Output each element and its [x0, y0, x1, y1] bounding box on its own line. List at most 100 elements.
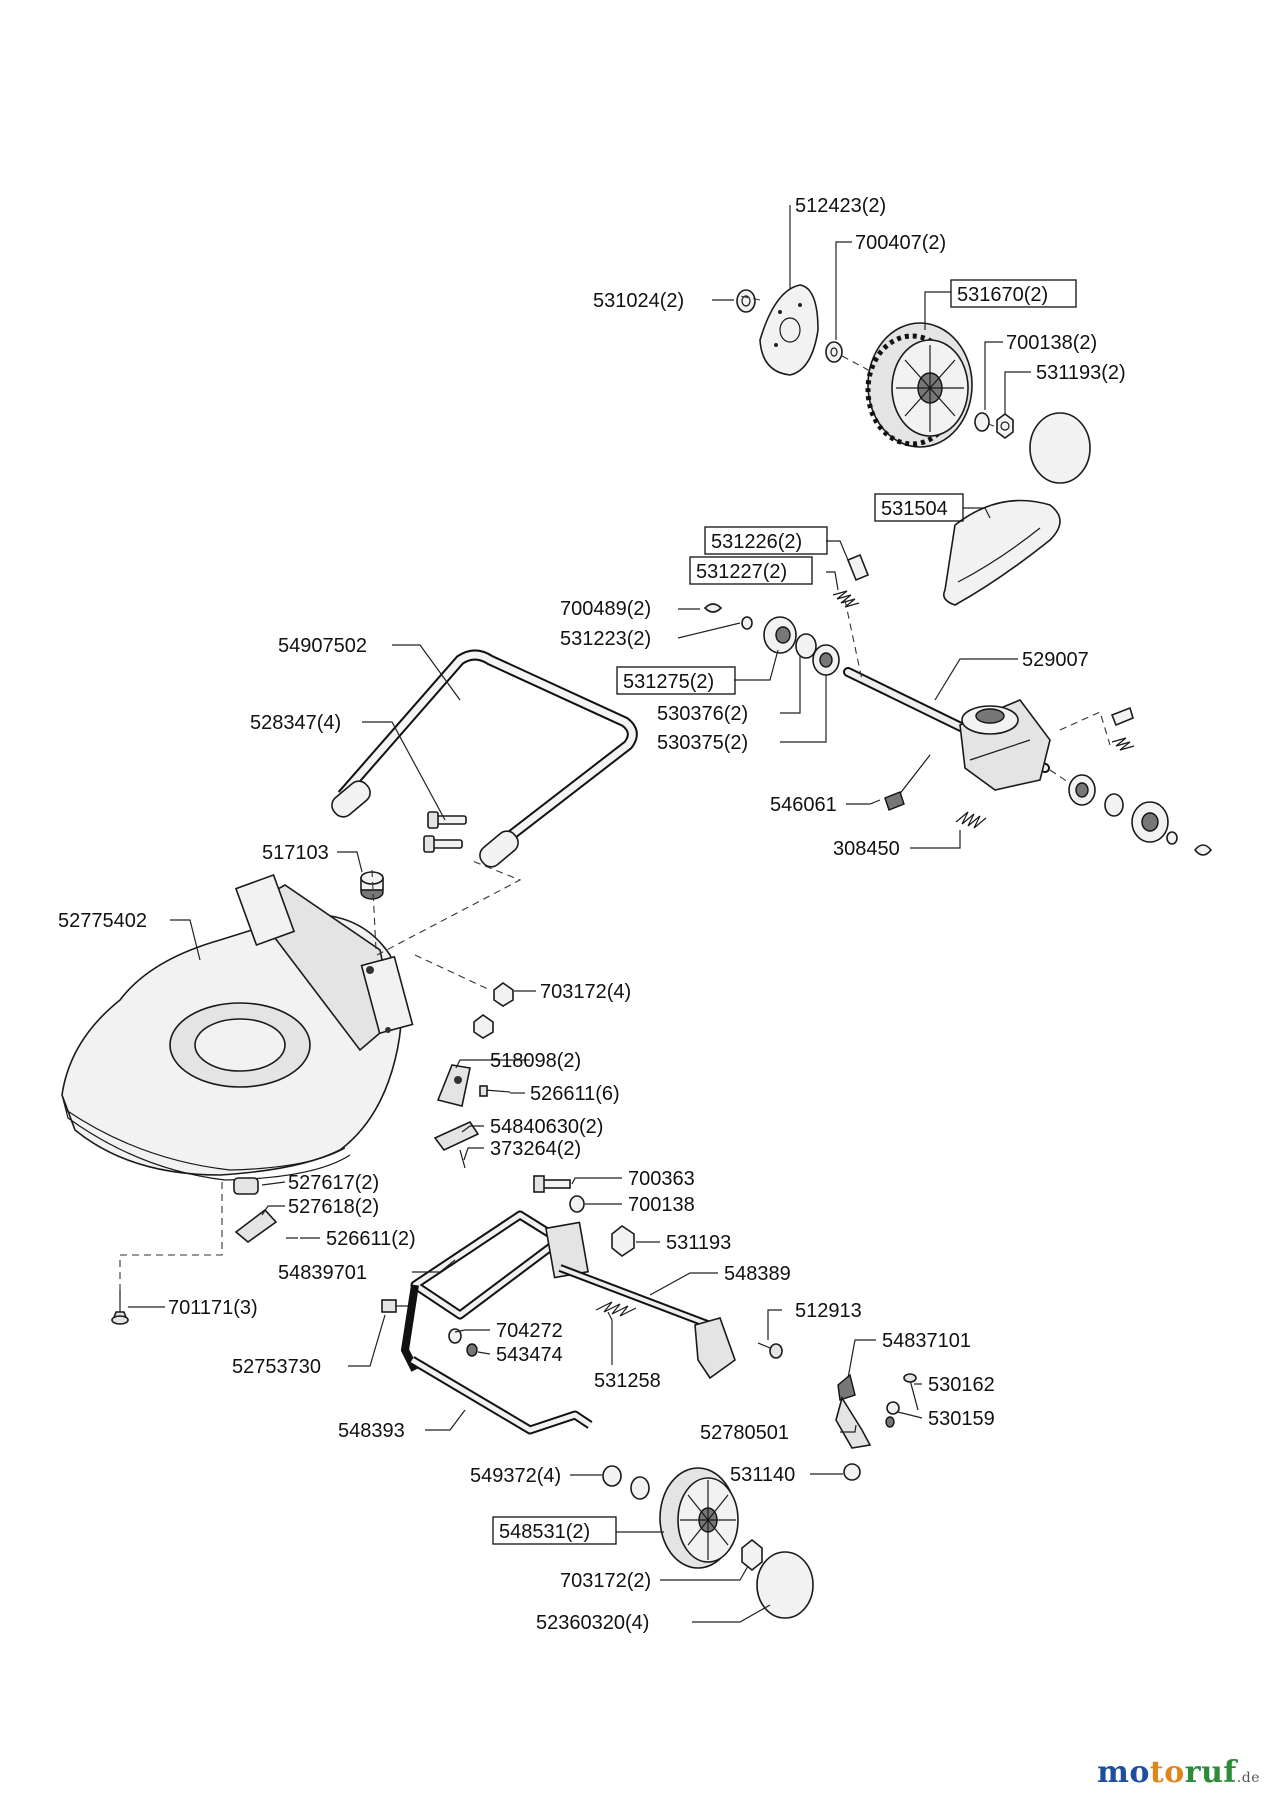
front-wheel-548531: [602, 1465, 739, 1569]
hinge-527617: [233, 1177, 259, 1195]
label-531227: 531227(2): [696, 561, 787, 583]
label-52775402: 52775402: [58, 910, 147, 932]
wheel-cap: [1029, 412, 1091, 484]
box-531226: [704, 526, 828, 555]
label-529007: 529007: [1022, 649, 1089, 671]
label-531223: 531223(2): [560, 628, 651, 650]
logo-part-1: mo: [1097, 1755, 1150, 1790]
frame-54839701: [400, 1210, 590, 1372]
label-52780501: 52780501: [700, 1422, 789, 1444]
nut-703172-front: [741, 1538, 763, 1572]
lever-546061: [884, 754, 931, 811]
part-530159: [886, 1401, 900, 1415]
part-labels: 512423(2) 700407(2) 531024(2) 531670(2) …: [58, 195, 1126, 1634]
label-512913: 512913: [795, 1300, 862, 1322]
box-531227: [689, 556, 813, 585]
spring-308450: [955, 811, 987, 829]
leader-lines: [128, 205, 1031, 1623]
label-531670: 531670(2): [957, 284, 1048, 306]
label-517103: 517103: [262, 842, 329, 864]
wheel-cap-52360320: [756, 1551, 814, 1619]
label-703172-4: 703172(4): [540, 981, 631, 1003]
bolt-530162: [903, 1373, 919, 1411]
washer-700138-front: [569, 1195, 585, 1213]
washer-531223: [741, 616, 753, 630]
label-548531: 548531(2): [499, 1521, 590, 1543]
screw-373264: [459, 1149, 466, 1169]
motoruf-logo[interactable]: motoruf.de: [1097, 1755, 1260, 1790]
nut-549372: [602, 1465, 622, 1487]
screw-526611: [479, 1085, 511, 1097]
label-700489: 700489(2): [560, 598, 651, 620]
label-308450: 308450: [833, 838, 900, 860]
bolt-512913: [757, 1342, 783, 1359]
axle-548389: [558, 1264, 736, 1380]
box-548531: [492, 1516, 617, 1545]
label-52360320: 52360320(4): [536, 1612, 649, 1634]
nut-531193: [996, 413, 1014, 439]
label-700363: 700363: [628, 1168, 695, 1190]
label-700138-front: 700138: [628, 1194, 695, 1216]
label-373264: 373264(2): [490, 1138, 581, 1160]
washer-700138: [974, 412, 990, 432]
label-527617: 527617(2): [288, 1172, 379, 1194]
label-531193: 531193(2): [1036, 362, 1126, 384]
label-526611-2: 526611(2): [326, 1228, 416, 1250]
label-54839701: 54839701: [278, 1262, 367, 1284]
nut-531140: [843, 1463, 861, 1481]
ring-530376: [795, 633, 817, 659]
label-546061: 546061: [770, 794, 837, 816]
label-54907502: 54907502: [278, 635, 367, 657]
box-531504: [874, 493, 964, 522]
label-527618: 527618(2): [288, 1196, 379, 1218]
label-531024: 531024(2): [593, 290, 684, 312]
label-528347: 528347(4): [250, 712, 341, 734]
key-531226: [846, 553, 870, 582]
label-518098: 518098(2): [490, 1050, 581, 1072]
label-54837101: 54837101: [882, 1330, 971, 1352]
logo-part-2: to: [1149, 1755, 1185, 1790]
lever-54837101: [835, 1373, 872, 1449]
label-531140: 531140: [730, 1464, 795, 1486]
washer-700407: [825, 341, 843, 363]
label-703172-2: 703172(2): [560, 1570, 651, 1592]
pinion-531275: [763, 616, 797, 654]
handle-54907502: [331, 649, 638, 868]
bolt-528347: [423, 811, 467, 853]
label-526611-6: 526611(6): [530, 1083, 620, 1105]
label-530162: 530162: [928, 1374, 995, 1396]
bracket-527618: [234, 1208, 278, 1244]
nut-703172: [473, 982, 514, 1039]
rod-548393: [409, 1356, 593, 1435]
label-531275: 531275(2): [623, 671, 714, 693]
part-530159b: [885, 1416, 895, 1428]
label-52753730: 52753730: [232, 1356, 321, 1378]
bolt-52753730: [381, 1299, 408, 1313]
logo-part-3: ruf: [1184, 1755, 1237, 1790]
bearing-530375: [812, 644, 840, 676]
label-700138: 700138(2): [1006, 332, 1097, 354]
washer-531024: [736, 289, 756, 313]
nut-531193-front: [611, 1225, 635, 1257]
bolt-701171: [111, 1290, 129, 1325]
pinion-right: [1131, 801, 1169, 843]
adjuster-518098: [436, 1064, 471, 1107]
key-right: [1110, 706, 1134, 727]
box-531670: [950, 279, 1077, 308]
label-530159: 530159: [928, 1408, 995, 1430]
bolt-700363: [533, 1175, 571, 1193]
plate-54840630: [433, 1120, 480, 1152]
clip-700489: [703, 603, 723, 613]
label-543474: 543474: [496, 1344, 563, 1366]
gearbox-529007: [959, 699, 1051, 791]
washer-right: [1166, 831, 1178, 845]
label-531226: 531226(2): [711, 531, 802, 553]
rear-wheel-assembly: [736, 284, 1091, 484]
rear-wheel-531670: [865, 322, 973, 448]
label-701171: 701171(3): [168, 1297, 258, 1319]
label-700407: 700407(2): [855, 232, 946, 254]
label-548389: 548389: [724, 1263, 791, 1285]
part-543474: [466, 1343, 478, 1357]
label-boxes: [492, 279, 1077, 1545]
